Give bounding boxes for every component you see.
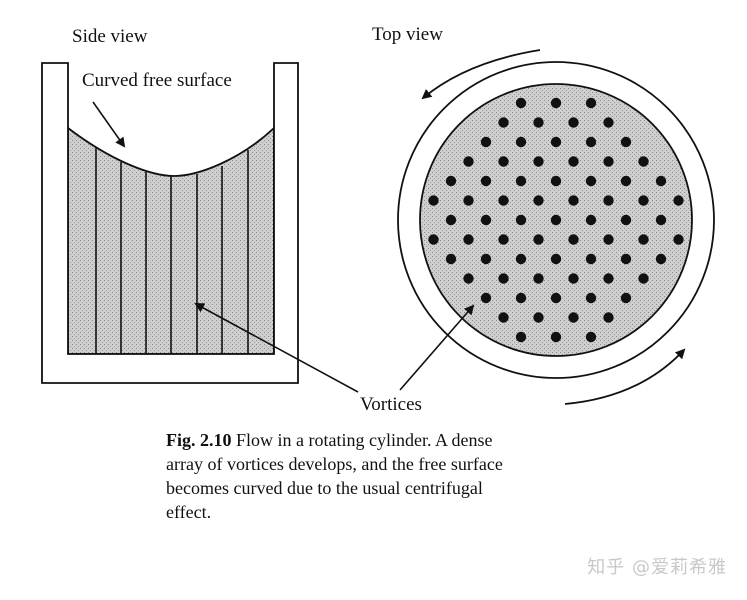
vortex-dot	[603, 195, 614, 206]
vortex-dot	[655, 214, 667, 226]
vortex-dot	[550, 136, 562, 148]
vortex-dot	[515, 292, 527, 304]
vortex-dot	[550, 214, 562, 226]
vortex-dot	[498, 117, 509, 128]
vortex-dot	[585, 331, 597, 343]
vortex-dot	[515, 214, 527, 226]
vortex-dot	[550, 175, 562, 187]
vortex-dot	[603, 312, 614, 323]
vortex-dot	[533, 273, 544, 284]
vortex-dot	[515, 253, 527, 265]
caption-fig-number: Fig. 2.10	[166, 430, 232, 450]
vortex-dot	[480, 292, 492, 304]
vortices-annotation: Vortices	[194, 303, 475, 415]
vortex-dot	[515, 97, 527, 109]
rotation-arrow-top	[421, 49, 541, 100]
vortex-dot	[533, 234, 544, 245]
vortex-dot	[568, 195, 579, 206]
vortex-dot	[498, 312, 509, 323]
vortex-dot	[673, 234, 684, 245]
vortex-dot	[533, 117, 544, 128]
vortex-dot	[550, 331, 562, 343]
vortex-dot	[638, 273, 649, 284]
vortex-dot	[585, 175, 597, 187]
vortex-dot	[620, 136, 632, 148]
vortex-dot	[533, 156, 544, 167]
vortex-dot	[620, 292, 632, 304]
top-view-label: Top view	[372, 24, 443, 45]
vortex-dot	[620, 175, 632, 187]
vortex-dot	[445, 253, 457, 265]
vortex-dot	[655, 253, 667, 265]
vortex-dot	[568, 234, 579, 245]
vortex-dot	[428, 234, 439, 245]
rotating-cylinder-diagram: Side view Curved free surface Top view V…	[41, 24, 715, 415]
vortices-label: Vortices	[360, 394, 422, 415]
vortex-dot	[550, 253, 562, 265]
vortex-dot	[568, 117, 579, 128]
vortex-dot	[568, 312, 579, 323]
vortex-dot	[480, 175, 492, 187]
side-view-vortex-lines	[95, 147, 249, 354]
vortex-dot	[603, 273, 614, 284]
vortex-dot	[673, 195, 684, 206]
top-view-vortex-dots	[428, 97, 684, 343]
vortex-dot	[638, 156, 649, 167]
vortex-dot	[480, 214, 492, 226]
curved-surface-arrow	[92, 101, 126, 148]
vortex-dot	[463, 273, 474, 284]
vortex-dot	[428, 195, 439, 206]
vortex-dot	[463, 195, 474, 206]
side-view-label: Side view	[72, 26, 148, 47]
vortex-dot	[585, 136, 597, 148]
vortex-dot	[655, 175, 667, 187]
caption-line-3: becomes curved due to the usual centrifu…	[166, 478, 483, 498]
vortex-dot	[585, 292, 597, 304]
curved-free-surface-label: Curved free surface	[82, 70, 232, 91]
vortex-dot	[620, 214, 632, 226]
vortex-dot	[498, 234, 509, 245]
vortices-arrow-top	[399, 304, 475, 391]
vortex-dot	[550, 292, 562, 304]
figure-caption: Fig. 2.10 Flow in a rotating cylinder. A…	[166, 428, 586, 524]
vortex-dot	[603, 117, 614, 128]
vortex-dot	[603, 234, 614, 245]
vortex-dot	[498, 156, 509, 167]
vortex-dot	[638, 234, 649, 245]
side-view-container	[41, 62, 299, 384]
vortex-dot	[480, 136, 492, 148]
vortex-dot	[568, 156, 579, 167]
vortex-dot	[445, 214, 457, 226]
vortex-dot	[603, 156, 614, 167]
vortices-arrow-side	[194, 303, 359, 393]
vortex-dot	[515, 175, 527, 187]
vortex-dot	[585, 97, 597, 109]
watermark-text: 知乎 @爱莉希雅	[587, 557, 727, 578]
vortex-dot	[533, 195, 544, 206]
vortex-dot	[515, 331, 527, 343]
caption-line-1: Flow in a rotating cylinder. A dense	[236, 430, 493, 450]
side-view: Side view Curved free surface	[41, 26, 299, 384]
caption-line-4: effect.	[166, 502, 212, 522]
vortex-dot	[463, 156, 474, 167]
vortex-dot	[585, 214, 597, 226]
vortex-dot	[515, 136, 527, 148]
vortex-dot	[585, 253, 597, 265]
top-view: Top view	[372, 24, 715, 405]
vortex-dot	[498, 195, 509, 206]
vortex-dot	[480, 253, 492, 265]
vortex-dot	[533, 312, 544, 323]
rotation-arrow-bottom	[564, 348, 686, 405]
vortex-dot	[463, 234, 474, 245]
vortex-dot	[620, 253, 632, 265]
vortex-dot	[550, 97, 562, 109]
vortex-dot	[638, 195, 649, 206]
vortex-dot	[568, 273, 579, 284]
vortex-dot	[498, 273, 509, 284]
vortex-dot	[445, 175, 457, 187]
caption-line-2: array of vortices develops, and the free…	[166, 454, 503, 474]
